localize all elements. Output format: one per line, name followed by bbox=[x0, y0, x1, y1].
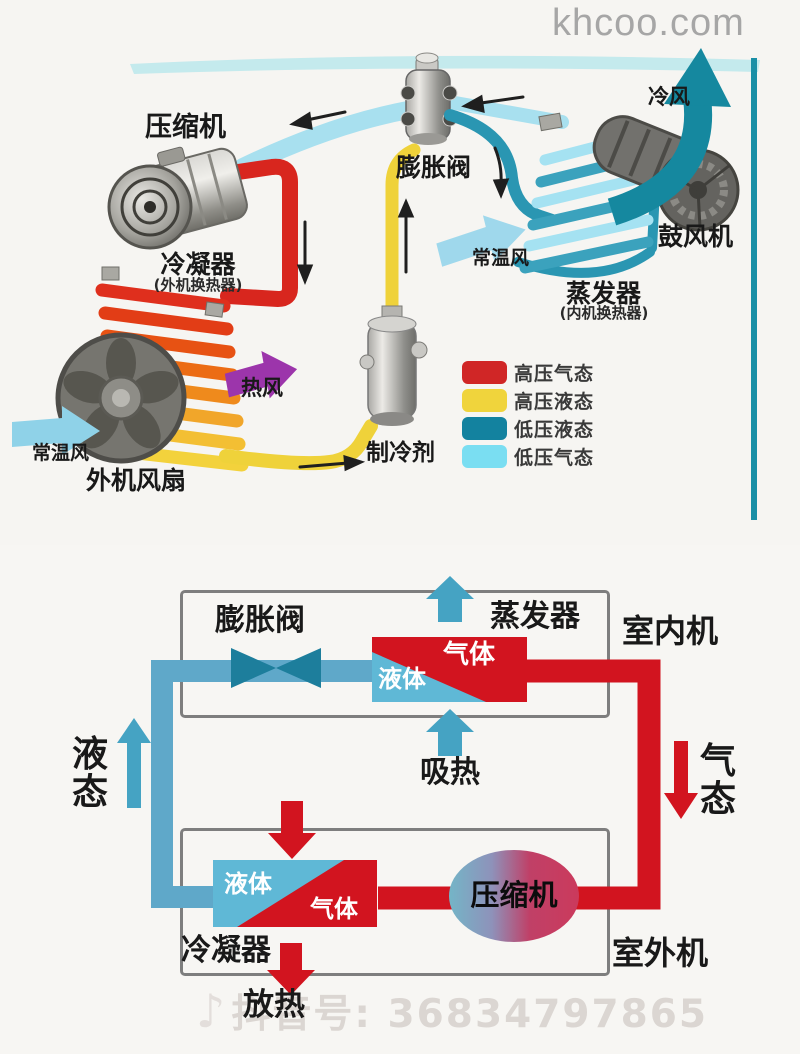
release-heat-label: 放热 bbox=[243, 987, 305, 1023]
condenser-gas-label: 气体 bbox=[310, 895, 358, 923]
expansion-valve-label-schematic: 膨胀阀 bbox=[215, 603, 305, 638]
system-diagram-panel: khcoo.com bbox=[12, 2, 760, 520]
pipe-compressor-to-condenser bbox=[220, 158, 298, 307]
expansion-valve-symbol bbox=[231, 648, 321, 688]
legend-label-hp-gas: 高压气态 bbox=[514, 362, 595, 385]
evaporator-sublabel: (内机换热器) bbox=[559, 304, 649, 322]
legend-swatch-hp-gas bbox=[462, 360, 507, 384]
gas-state-arrow bbox=[664, 741, 698, 819]
pipe-valve-to-evaporator bbox=[444, 109, 558, 226]
condenser-block bbox=[213, 860, 377, 927]
site-watermark: khcoo.com bbox=[552, 2, 745, 44]
pipe-valve-to-compressor bbox=[234, 101, 417, 176]
music-note-icon: ♪ bbox=[196, 984, 226, 1038]
compressor-3d bbox=[107, 146, 248, 250]
flow-arrows bbox=[289, 94, 525, 472]
legend-item-hp-gas: 高压气态 bbox=[462, 358, 594, 386]
compressor-label-schematic: 压缩机 bbox=[470, 878, 558, 912]
absorb-heat-label: 吸热 bbox=[420, 755, 480, 790]
legend-item-lp-gas: 低压气态 bbox=[462, 442, 594, 470]
indoor-unit-box bbox=[180, 590, 610, 718]
legend-label-lp-liquid: 低压液态 bbox=[514, 418, 595, 441]
evaporator-gas-label: 气体 bbox=[443, 640, 496, 670]
liquid-state-label: 液态 bbox=[72, 734, 109, 813]
liquid-state-arrow bbox=[117, 718, 151, 808]
legend-label-lp-gas: 低压气态 bbox=[514, 446, 595, 469]
expansion-valve-3d bbox=[400, 52, 458, 145]
cycle-schematic-art bbox=[117, 576, 698, 995]
compressor-symbol bbox=[449, 850, 579, 942]
ambient-wind-right-label: 常温风 bbox=[472, 247, 530, 269]
legend-swatch-lp-gas bbox=[462, 444, 507, 468]
condenser-liquid-label: 液体 bbox=[224, 870, 272, 898]
ambient-wind-right-arrow bbox=[436, 215, 526, 267]
expansion-valve-label: 膨胀阀 bbox=[396, 153, 472, 182]
evaporator-block bbox=[372, 637, 527, 702]
system-diagram-art bbox=[12, 48, 760, 520]
gas-state-label: 气态 bbox=[700, 741, 737, 820]
outdoor-unit-label: 室外机 bbox=[612, 934, 709, 972]
condenser-sublabel: (外机换热器) bbox=[153, 276, 243, 294]
legend-swatch-hp-liquid bbox=[462, 388, 507, 412]
condenser-label-schematic: 冷凝器 bbox=[181, 933, 271, 968]
condenser-label: 冷凝器 bbox=[160, 250, 236, 279]
evaporator-liquid-label: 液体 bbox=[378, 665, 426, 693]
evaporator-label-schematic: 蒸发器 bbox=[490, 599, 580, 634]
douyin-watermark: ♪ 抖音号: 36834797865 bbox=[196, 983, 708, 1039]
indoor-unit-label: 室内机 bbox=[622, 612, 719, 650]
ambient-wind-left-label: 常温风 bbox=[32, 442, 90, 464]
panel-right-border bbox=[751, 58, 757, 520]
evaporator-label: 蒸发器 bbox=[566, 279, 642, 308]
refrigerant-receiver bbox=[359, 305, 428, 426]
pipe-receiver-to-valve bbox=[385, 143, 421, 329]
ambient-wind-left-arrow bbox=[12, 406, 100, 455]
blower-label: 鼓风机 bbox=[658, 222, 734, 251]
pipe-liquid-loop bbox=[151, 660, 380, 908]
heat-in-condenser-arrow bbox=[268, 801, 316, 859]
hot-wind-label: 热风 bbox=[241, 376, 283, 400]
douyin-id-text: 抖音号: 36834797865 bbox=[231, 992, 709, 1037]
release-heat-arrow bbox=[267, 943, 315, 995]
cold-wind-label: 冷风 bbox=[648, 85, 690, 109]
cycle-schematic-panel: ♪ 抖音号: 36834797865 膨胀阀 蒸发器 室内机 液体 气体 吸热 … bbox=[0, 545, 800, 1054]
refrigerant-label: 制冷剂 bbox=[366, 440, 435, 466]
absorb-heat-arrow bbox=[426, 709, 474, 756]
teal-streak bbox=[130, 55, 760, 74]
hot-wind-arrow bbox=[224, 351, 298, 399]
cold-wind-arrow bbox=[607, 48, 731, 226]
legend-swatch-lp-liquid bbox=[462, 416, 507, 440]
legend-label-hp-liquid: 高压液态 bbox=[514, 390, 595, 413]
legend-item-lp-liquid: 低压液态 bbox=[462, 414, 594, 442]
pipe-condenser-to-receiver bbox=[219, 419, 378, 471]
pipe-gas-loop bbox=[520, 659, 661, 910]
legend-item-hp-liquid: 高压液态 bbox=[462, 386, 594, 414]
compressor-label: 压缩机 bbox=[145, 112, 226, 143]
pressure-state-legend: 高压气态 高压液态 低压液态 低压气态 bbox=[462, 358, 594, 470]
heat-out-top-arrow bbox=[426, 576, 474, 622]
outdoor-fan-label: 外机风扇 bbox=[86, 466, 187, 495]
